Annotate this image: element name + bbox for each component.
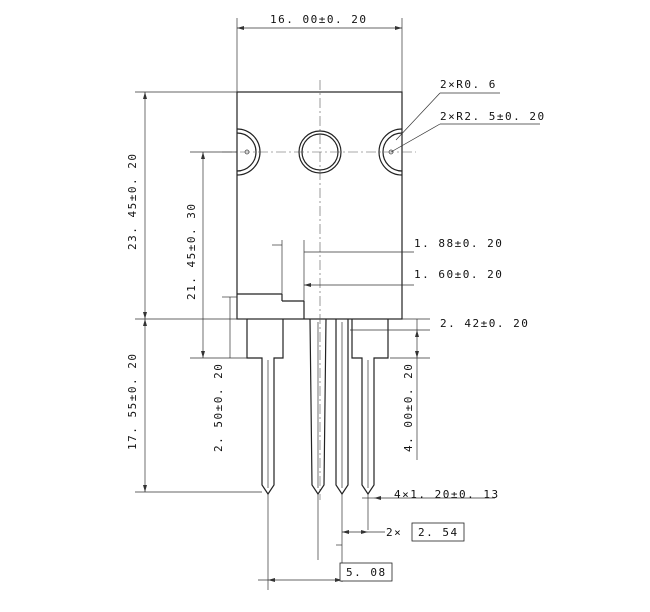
center-lines [222,80,416,500]
lead-3 [335,319,349,496]
dim-lead-width-label: 4×1. 20±0. 13 [394,488,500,501]
dim-pitch-total-label: 5. 08 [346,566,387,579]
dim-pitch-prefix: 2× [386,526,402,539]
lead-4 [351,319,389,496]
dim-pitch-total-box [339,562,393,582]
dim-lead-width-upper-label: 2. 50±0. 20 [212,363,225,452]
dim-radius-large: 2×R2. 5±0. 20 [390,110,546,153]
dim-hole-height-label: 21. 45±0. 30 [185,203,198,300]
dim-1-88: 1. 88±0. 20 [272,237,503,301]
dim-radius-small-label: 2×R0. 6 [440,78,497,91]
dim-lead-length: 17. 55±0. 20 [126,319,262,493]
dim-1-60: 1. 60±0. 20 [304,268,503,287]
dim-lead-length-label: 17. 55±0. 20 [126,353,139,450]
dim-body-height-label: 23. 45±0. 20 [126,153,139,250]
dim-lead-step-label: 4. 00±0. 20 [402,363,415,452]
dim-lead-width-upper: 2. 50±0. 20 [212,296,237,452]
dim-1-60-label: 1. 60±0. 20 [414,268,503,281]
dim-radius-large-label: 2×R2. 5±0. 20 [440,110,546,123]
dim-hole-height: 21. 45±0. 30 [185,151,247,359]
dim-pitch: 2× 2. 54 [336,494,465,582]
dim-width-top: 16. 00±0. 20 [236,13,403,92]
dim-1-88-label: 1. 88±0. 20 [414,237,503,250]
dim-body-height: 23. 45±0. 20 [126,91,247,320]
dim-2-42-label: 2. 42±0. 20 [440,317,529,330]
lead-2 [309,318,327,496]
dim-lead-step: 4. 00±0. 20 [390,330,430,460]
dim-pitch-label: 2. 54 [418,526,459,539]
dim-pitch-total: 5. 08 [258,494,393,590]
dim-pitch-box [411,522,465,542]
dim-lead-width: 4×1. 20±0. 13 [362,488,500,501]
dim-radius-small: 2×R0. 6 [395,78,500,141]
lead-1 [246,319,284,496]
package-body [236,91,403,320]
dim-width-top-label: 16. 00±0. 20 [270,13,367,26]
